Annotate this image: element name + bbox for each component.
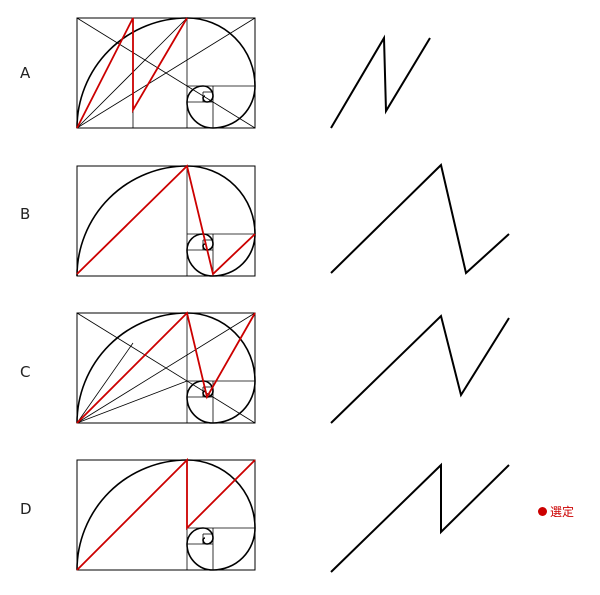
- selected-marker: 選定: [538, 503, 574, 520]
- golden-rectangle-b: [76, 164, 256, 277]
- highlight-path-b: [76, 164, 256, 276]
- highlight-path-d: [76, 457, 256, 571]
- option-label-c: C: [20, 363, 31, 381]
- zigzag-a: [330, 34, 431, 129]
- option-label-b: B: [20, 205, 31, 223]
- highlight-path-c: [76, 311, 256, 424]
- option-label-a: A: [20, 64, 31, 82]
- zigzag-d: [330, 462, 510, 573]
- selected-dot-icon: [538, 507, 547, 516]
- zigzag-b: [330, 163, 510, 275]
- selected-label: 選定: [550, 505, 575, 519]
- golden-rectangle-c: [76, 311, 256, 424]
- highlight-path-a: [76, 17, 188, 129]
- golden-rectangle-d: [76, 457, 256, 571]
- zigzag-c: [330, 314, 510, 424]
- option-label-d: D: [20, 500, 32, 518]
- golden-rectangle-a: [76, 17, 256, 129]
